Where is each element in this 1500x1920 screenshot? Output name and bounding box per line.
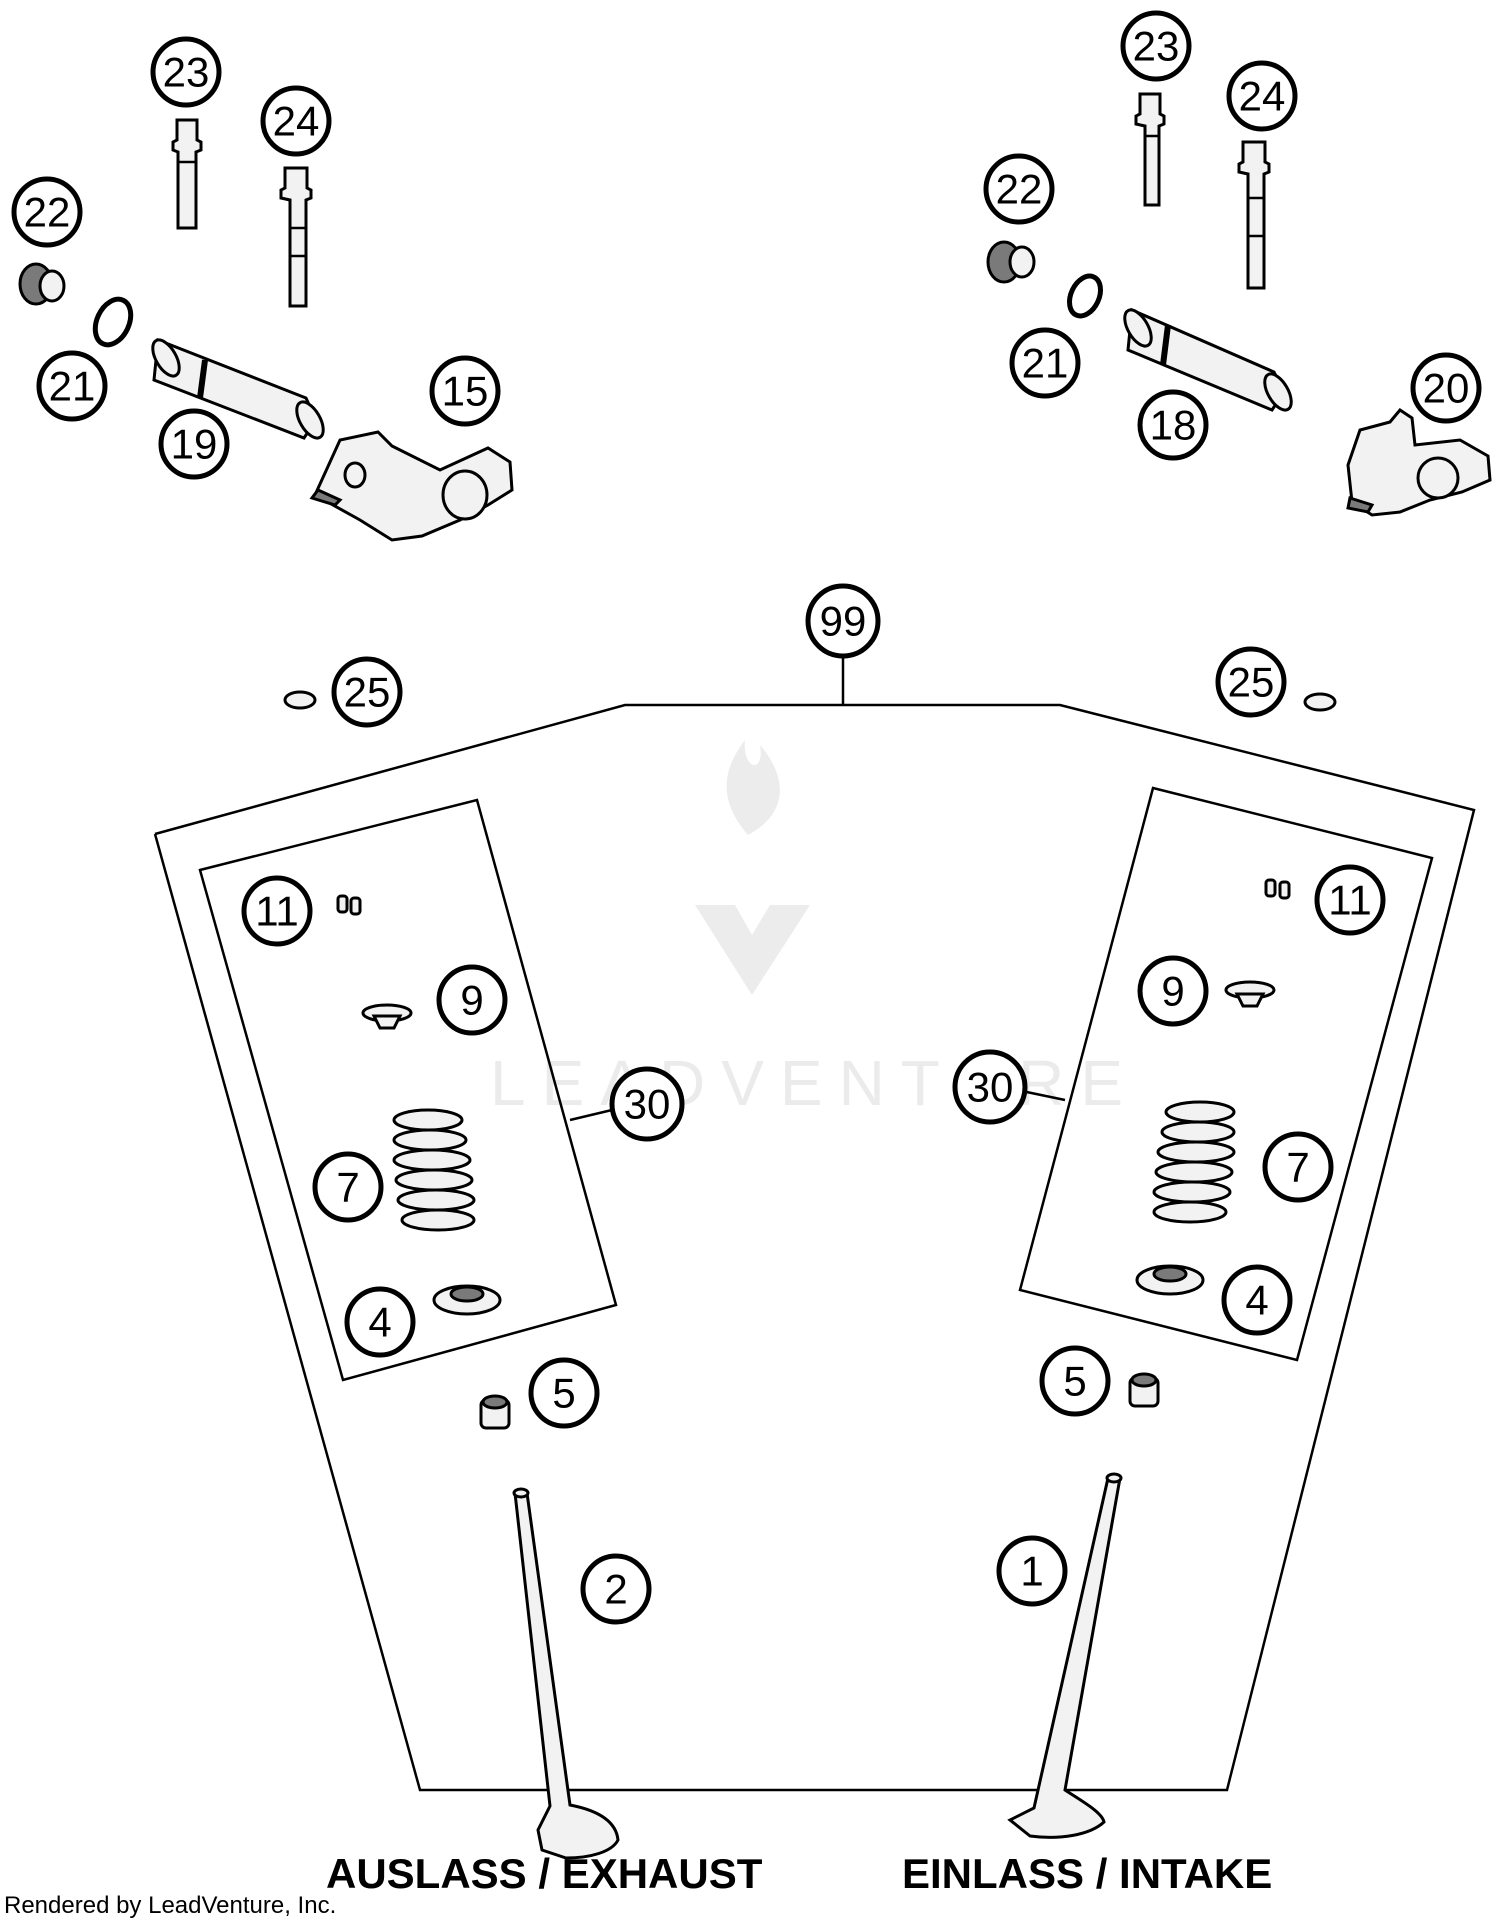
exhaust-valve-2 bbox=[512, 1487, 620, 1860]
callout-11-left: 11 bbox=[241, 875, 313, 947]
callout-9-left-text: 9 bbox=[460, 977, 483, 1024]
callout-24-left: 24 bbox=[260, 85, 332, 157]
callout-20: 20 bbox=[1410, 352, 1482, 424]
exhaust-label: AUSLASS / EXHAUST bbox=[326, 1850, 763, 1897]
callout-25-left-text: 25 bbox=[344, 669, 391, 716]
callout-99-text: 99 bbox=[820, 598, 867, 645]
callout-7-left: 7 bbox=[312, 1151, 384, 1223]
callout-24-right: 24 bbox=[1226, 60, 1298, 132]
callout-18: 18 bbox=[1137, 389, 1209, 461]
spring-retainer-9-left bbox=[361, 1003, 413, 1030]
o-ring-21-right bbox=[1067, 273, 1103, 319]
valve-keepers-11-right bbox=[1264, 878, 1291, 900]
callout-20-text: 20 bbox=[1423, 365, 1470, 412]
callout-1: 1 bbox=[996, 1535, 1068, 1607]
rocker-arm-20 bbox=[1346, 408, 1492, 517]
callout-23-left: 23 bbox=[150, 36, 222, 108]
watermark-text: LEADVENTURE bbox=[490, 1047, 1139, 1119]
callout-7-right-text: 7 bbox=[1286, 1144, 1309, 1191]
callout-2: 2 bbox=[580, 1553, 652, 1625]
bolt-24-right bbox=[1237, 140, 1271, 290]
intake-label: EINLASS / INTAKE bbox=[902, 1850, 1272, 1897]
callout-21-left-text: 21 bbox=[49, 363, 96, 410]
callout-11-right: 11 bbox=[1314, 864, 1386, 936]
spring-seat-4-right bbox=[1135, 1264, 1205, 1296]
callout-30-right-text: 30 bbox=[967, 1064, 1014, 1111]
callout-22-right: 22 bbox=[983, 153, 1055, 225]
callout-30-left: 30 bbox=[609, 1066, 685, 1142]
callout-5-right: 5 bbox=[1039, 1345, 1111, 1417]
spring-retainer-9-right bbox=[1224, 980, 1276, 1008]
bolt-23-right bbox=[1134, 92, 1166, 207]
callout-19: 19 bbox=[158, 408, 230, 480]
callout-5-right-text: 5 bbox=[1063, 1358, 1086, 1405]
callout-9-right: 9 bbox=[1137, 955, 1209, 1027]
plug-22-left bbox=[18, 262, 66, 306]
shim-25-right bbox=[1303, 692, 1337, 712]
callout-7-right: 7 bbox=[1262, 1131, 1334, 1203]
valve-keepers-11-left bbox=[336, 894, 362, 916]
bolt-23-left bbox=[171, 118, 203, 230]
rendered-by-credit: Rendered by LeadVenture, Inc. bbox=[4, 1892, 336, 1919]
callout-23-right-text: 23 bbox=[1133, 23, 1180, 70]
callout-21-right: 21 bbox=[1009, 327, 1081, 399]
callout-4-left-text: 4 bbox=[368, 1299, 391, 1346]
valve-stem-seal-5-right bbox=[1128, 1372, 1160, 1408]
callout-24-right-text: 24 bbox=[1239, 73, 1286, 120]
callout-5-left: 5 bbox=[528, 1357, 600, 1429]
callout-15-text: 15 bbox=[442, 368, 489, 415]
callout-24-left-text: 24 bbox=[273, 98, 320, 145]
valve-stem-seal-5-left bbox=[479, 1394, 511, 1430]
callout-23-left-text: 23 bbox=[163, 49, 210, 96]
callout-25-right: 25 bbox=[1215, 646, 1287, 718]
plug-22-right bbox=[986, 240, 1036, 284]
callout-7-left-text: 7 bbox=[336, 1164, 359, 1211]
callout-9-right-text: 9 bbox=[1161, 968, 1184, 1015]
o-ring-21-left bbox=[92, 296, 134, 348]
callout-23-right: 23 bbox=[1120, 10, 1192, 82]
kit-frame-lines bbox=[153, 657, 1476, 1792]
bolt-24-left bbox=[279, 166, 313, 308]
intake-valve-1 bbox=[1007, 1472, 1123, 1839]
callout-9-left: 9 bbox=[436, 964, 508, 1036]
callout-21-left: 21 bbox=[36, 350, 108, 422]
callout-21-right-text: 21 bbox=[1022, 340, 1069, 387]
callout-11-right-text: 11 bbox=[1328, 877, 1372, 924]
callout-22-right-text: 22 bbox=[996, 166, 1043, 213]
rocker-shaft-19 bbox=[151, 337, 325, 440]
leadventure-watermark: LEADVENTURE bbox=[490, 740, 1139, 1119]
callout-4-right: 4 bbox=[1221, 1264, 1293, 1336]
rocker-shaft-18 bbox=[1123, 307, 1293, 412]
callout-22-left-text: 22 bbox=[24, 189, 71, 236]
callout-30-right: 30 bbox=[952, 1049, 1028, 1125]
callout-19-text: 19 bbox=[171, 421, 218, 468]
callout-4-left: 4 bbox=[344, 1286, 416, 1358]
callout-15: 15 bbox=[429, 355, 501, 427]
callout-22-left: 22 bbox=[11, 176, 83, 248]
callout-25-left: 25 bbox=[331, 656, 403, 728]
valve-spring-7-left bbox=[392, 1108, 476, 1232]
callout-2-text: 2 bbox=[604, 1566, 627, 1613]
callout-1-text: 1 bbox=[1020, 1548, 1043, 1595]
callout-25-right-text: 25 bbox=[1228, 659, 1275, 706]
callout-18-text: 18 bbox=[1150, 402, 1197, 449]
rocker-arm-15 bbox=[309, 430, 514, 542]
shim-25-left bbox=[283, 690, 317, 710]
callout-5-left-text: 5 bbox=[552, 1370, 575, 1417]
spring-seat-4-left bbox=[432, 1284, 502, 1316]
valve-spring-7-right bbox=[1152, 1100, 1236, 1224]
callout-30-left-text: 30 bbox=[624, 1081, 671, 1128]
callout-99: 99 bbox=[805, 583, 881, 659]
callout-11-left-text: 11 bbox=[255, 888, 299, 935]
callout-4-right-text: 4 bbox=[1245, 1277, 1268, 1324]
